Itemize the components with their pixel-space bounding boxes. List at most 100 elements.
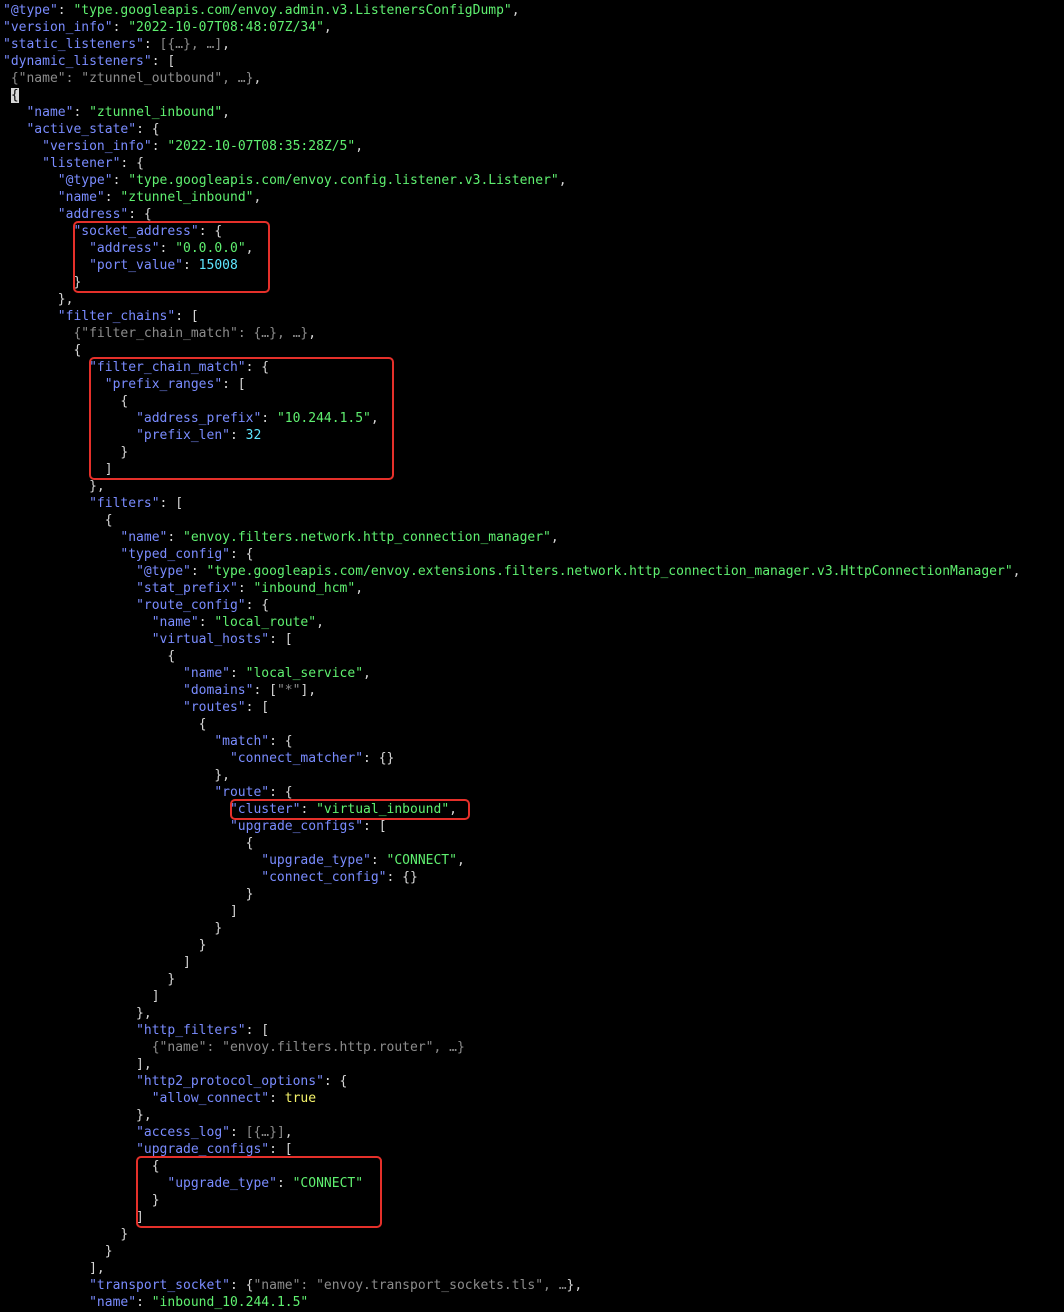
code-line: ], (3, 1056, 152, 1073)
punctuation: , (511, 3, 520, 18)
punctuation: : (183, 258, 199, 273)
punctuation (3, 496, 89, 511)
punctuation (3, 377, 105, 392)
json-key: "listener" (42, 156, 121, 171)
punctuation (3, 1142, 136, 1157)
code-line: "name": "envoy.filters.network.http_conn… (3, 529, 558, 546)
code-line: "dynamic_listeners": [ (3, 53, 175, 70)
punctuation (3, 1125, 136, 1140)
punctuation (3, 1074, 136, 1089)
string-value: "inbound_hcm" (253, 581, 356, 596)
json-key: "name" (183, 666, 230, 681)
punctuation (3, 326, 73, 341)
punctuation: }, (3, 479, 105, 494)
collapsed-preview[interactable]: [{…}, …] (159, 37, 223, 52)
code-line: } (3, 1226, 128, 1243)
code-line: "active_state": { (3, 121, 159, 138)
code-line: "@type": "type.googleapis.com/envoy.conf… (3, 172, 567, 189)
code-line: { (3, 835, 254, 852)
string-value: "0.0.0.0" (175, 241, 246, 256)
code-line: ] (3, 1209, 144, 1226)
punctuation: : { (120, 156, 144, 171)
punctuation: : { (269, 785, 293, 800)
punctuation: { (3, 1159, 160, 1174)
json-key: "upgrade_type" (167, 1176, 277, 1191)
code-line: "domains": ["*"], (3, 682, 316, 699)
punctuation (3, 1278, 89, 1293)
code-line: { (3, 1158, 160, 1175)
collapsed-preview[interactable]: [{…}] (245, 1125, 285, 1140)
collapsed-preview[interactable]: "*" (276, 683, 301, 698)
punctuation: ], (300, 683, 317, 698)
punctuation (3, 819, 230, 834)
code-line: } (3, 444, 128, 461)
collapsed-preview[interactable]: {"name": "envoy.filters.http.router", …} (151, 1040, 465, 1055)
punctuation: } (3, 887, 254, 902)
json-key: "static_listeners" (3, 37, 144, 52)
collapsed-preview[interactable]: {"filter_chain_match": {…}, …} (73, 326, 309, 341)
json-key: "name" (120, 530, 168, 545)
punctuation: ] (3, 989, 160, 1004)
punctuation (3, 1023, 136, 1038)
highlight-upgrade-configs (135, 1156, 382, 1228)
collapsed-preview[interactable]: "name": "envoy.transport_sockets.tls", … (253, 1278, 567, 1293)
code-line: "route": { (3, 784, 293, 801)
code-line: "cluster": "virtual_inbound", (3, 801, 457, 818)
code-line: "address": "0.0.0.0", (3, 240, 253, 257)
punctuation: } (3, 1227, 129, 1242)
punctuation (3, 411, 136, 426)
cursor-caret[interactable]: { (10, 88, 19, 103)
json-key: "filters" (89, 496, 160, 511)
code-line: { (3, 87, 19, 104)
punctuation: : { (323, 1074, 348, 1089)
punctuation: : (229, 1125, 246, 1140)
json-key: "connect_config" (261, 870, 387, 885)
punctuation: } (3, 938, 207, 953)
code-line: "socket_address": { (3, 223, 222, 240)
punctuation (3, 802, 230, 817)
collapsed-preview[interactable]: {"name": "ztunnel_outbound", …} (10, 71, 254, 86)
punctuation (3, 581, 136, 596)
punctuation: { (3, 717, 207, 732)
punctuation (3, 224, 73, 239)
json-key: "prefix_ranges" (104, 377, 223, 392)
json-key: "name" (57, 190, 105, 205)
code-line: ] (3, 461, 113, 478)
code-line: "filters": [ (3, 495, 183, 512)
punctuation: : (57, 3, 74, 18)
punctuation: : (190, 564, 207, 579)
punctuation (3, 632, 152, 647)
punctuation: , (558, 173, 567, 188)
punctuation: : [ (151, 54, 176, 69)
punctuation: : (229, 428, 246, 443)
punctuation (3, 88, 11, 103)
code-line: "upgrade_type": "CONNECT", (3, 852, 465, 869)
punctuation: ] (3, 462, 113, 477)
code-line: "route_config": { (3, 597, 269, 614)
punctuation: : (167, 530, 184, 545)
code-line: "virtual_hosts": [ (3, 631, 293, 648)
code-line: {"name": "envoy.filters.http.router", …} (3, 1039, 465, 1056)
punctuation (3, 547, 120, 562)
punctuation: : (198, 615, 215, 630)
json-key: "address_prefix" (136, 411, 262, 426)
punctuation: , (355, 139, 364, 154)
code-line: "port_value": 15008 (3, 257, 238, 274)
json-key: "address" (57, 207, 129, 222)
code-line: "version_info": "2022-10-07T08:48:07Z/34… (3, 19, 332, 36)
json-key: "dynamic_listeners" (3, 54, 152, 69)
code-line: "prefix_len": 32 (3, 427, 261, 444)
punctuation: }, (3, 292, 74, 307)
punctuation: , (370, 411, 379, 426)
punctuation: { (3, 394, 129, 409)
punctuation: { (3, 649, 176, 664)
json-key: "allow_connect" (151, 1091, 270, 1106)
punctuation (3, 1091, 152, 1106)
json-key: "name" (151, 615, 199, 630)
string-value: "2022-10-07T08:48:07Z/34" (128, 20, 324, 35)
json-key: "port_value" (89, 258, 184, 273)
punctuation: ], (3, 1261, 105, 1276)
code-line: } (3, 1192, 160, 1209)
punctuation: { (245, 1278, 254, 1293)
